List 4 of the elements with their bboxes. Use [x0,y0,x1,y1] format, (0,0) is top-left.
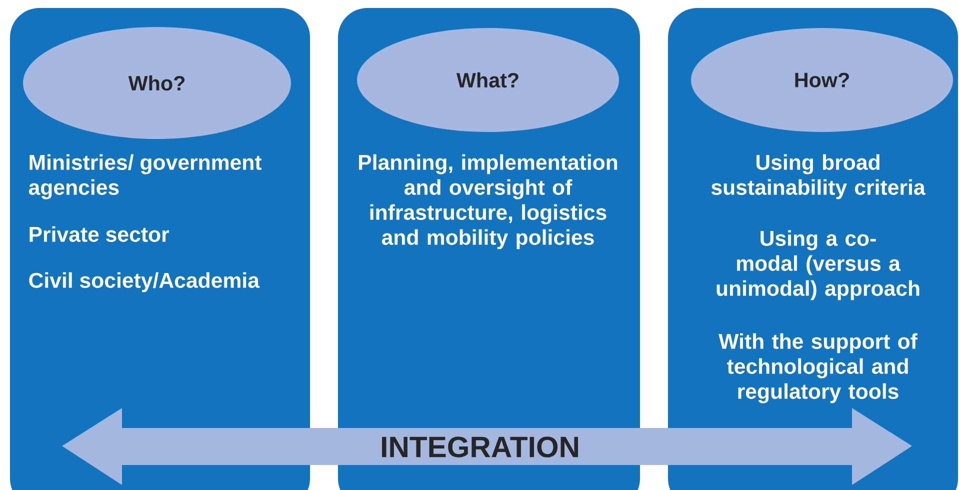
heading-oval: What? [357,28,619,132]
double-arrow-band: INTEGRATION [62,408,912,485]
heading-oval: How? [691,28,953,132]
heading-oval: Who? [23,27,291,139]
